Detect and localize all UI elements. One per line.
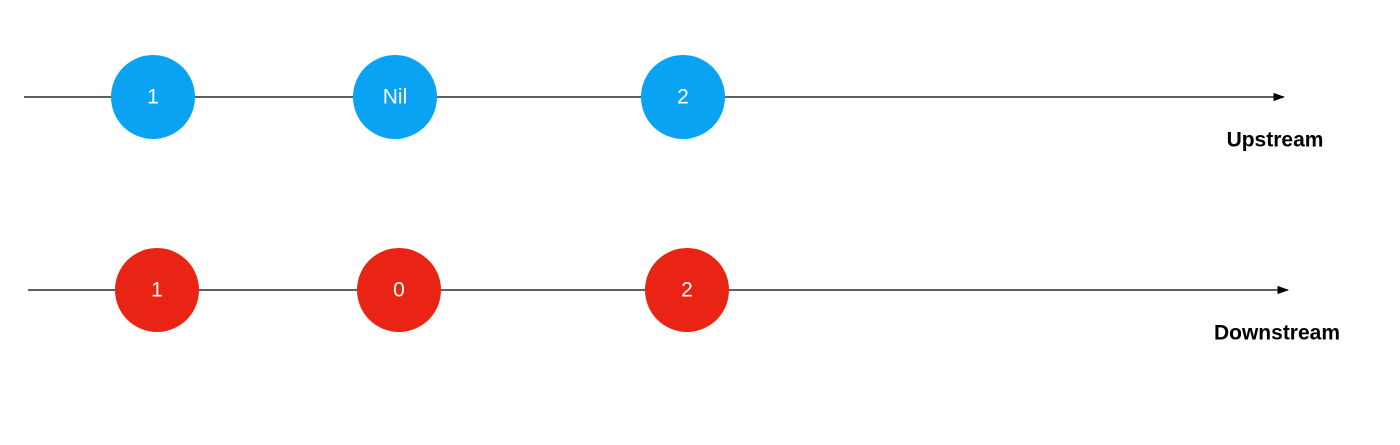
upstream-timeline: 1 Nil 2 Upstream [24, 55, 1323, 152]
downstream-marble-2-circle [645, 248, 729, 332]
downstream-marble-0: 0 [357, 248, 441, 332]
downstream-marble-0-label: 0 [393, 279, 405, 302]
downstream-timeline: 1 0 2 Downstream [28, 248, 1340, 345]
downstream-marble-2-label: 2 [681, 279, 693, 302]
downstream-label: Downstream [1214, 322, 1340, 345]
upstream-marble-2-label: 2 [677, 86, 689, 109]
downstream-marble-1: 1 [115, 248, 199, 332]
upstream-marble-1-label: 1 [147, 86, 159, 109]
upstream-marble-2: 2 [641, 55, 725, 139]
downstream-marble-2: 2 [645, 248, 729, 332]
upstream-marble-1-circle [111, 55, 195, 139]
upstream-label: Upstream [1227, 129, 1324, 152]
downstream-marble-1-label: 1 [151, 279, 163, 302]
upstream-marble-1: 1 [111, 55, 195, 139]
upstream-marble-2-circle [641, 55, 725, 139]
downstream-marble-1-circle [115, 248, 199, 332]
upstream-marble-nil: Nil [353, 55, 437, 139]
upstream-marble-nil-label: Nil [383, 86, 408, 109]
upstream-marble-nil-circle [353, 55, 437, 139]
downstream-marble-0-circle [357, 248, 441, 332]
